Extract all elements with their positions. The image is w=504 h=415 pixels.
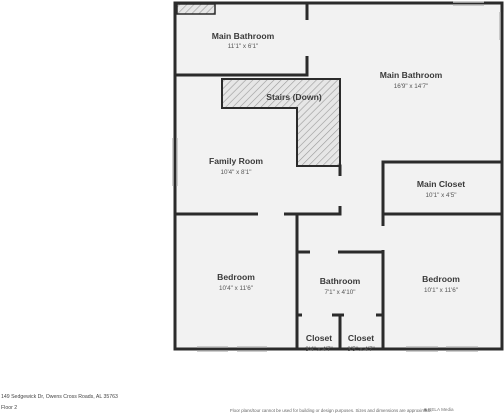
room-name-bedroom-2: Bedroom — [422, 274, 460, 284]
room-dims-closet-2: 3'5" x 4'7" — [347, 346, 375, 353]
room-name-closet-2: Closet — [348, 333, 374, 343]
room-dims-main-closet: 10'1" x 4'5" — [425, 192, 456, 199]
room-name-bedroom-1: Bedroom — [217, 272, 255, 282]
vent-icon — [176, 3, 216, 15]
room-name-main-bathroom-2: Main Bathroom — [380, 70, 443, 80]
room-dims-main-bathroom-1: 11'1" x 6'1" — [228, 43, 259, 50]
room-dims-bedroom-1: 10'4" x 11'6" — [219, 285, 253, 292]
room-name-bathroom: Bathroom — [320, 276, 361, 286]
room-name-closet-1: Closet — [306, 333, 332, 343]
room-name-main-bathroom-1: Main Bathroom — [212, 31, 275, 41]
room-name-family-room: Family Room — [209, 156, 263, 166]
room-dims-main-bathroom-2: 16'9" x 14'7" — [394, 83, 429, 90]
room-name-main-closet: Main Closet — [417, 179, 465, 189]
stairs — [221, 78, 341, 167]
floor-label: Floor 2 — [1, 405, 18, 411]
walls — [173, 1, 504, 351]
openings — [258, 20, 385, 317]
brand-logo: ■ RELA Media — [424, 407, 454, 412]
room-dims-closet-1: 3'4" x 4'7" — [305, 346, 333, 353]
disclaimer-text: Floor plans/tour cannot be used for buil… — [230, 408, 433, 413]
room-dims-family-room: 10'4" x 8'1" — [220, 169, 251, 176]
room-dims-bedroom-2: 10'1" x 11'6" — [424, 287, 458, 294]
room-name-stairs: Stairs (Down) — [266, 92, 322, 102]
property-address: 149 Sedgewick Dr, Owens Cross Roads, AL … — [1, 394, 118, 400]
windows — [172, 1, 504, 352]
room-dims-bathroom: 7'1" x 4'10" — [324, 289, 355, 296]
